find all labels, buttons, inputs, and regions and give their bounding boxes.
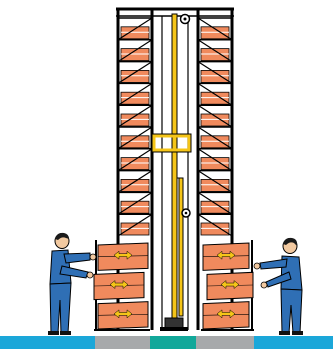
left-workstation bbox=[94, 240, 150, 330]
pulley-icon bbox=[185, 212, 188, 215]
mast-rail bbox=[172, 14, 177, 324]
floor bbox=[0, 336, 333, 349]
mast-rail-right bbox=[179, 178, 183, 316]
floor-center-teal bbox=[150, 336, 196, 349]
worker-shoe bbox=[48, 331, 59, 335]
worker-shoe bbox=[60, 331, 71, 335]
pulley-icon bbox=[184, 18, 187, 21]
worker-hand bbox=[87, 272, 93, 278]
floor-left-gray bbox=[95, 336, 150, 349]
worker-shoe bbox=[279, 331, 290, 335]
floor-right-gray bbox=[196, 336, 254, 349]
worker-legs bbox=[281, 289, 302, 333]
worker-arm-upper bbox=[260, 259, 287, 269]
floor-left-blue bbox=[0, 336, 95, 349]
worker-shoe bbox=[292, 331, 303, 335]
right-workstation bbox=[201, 240, 254, 330]
left-rack bbox=[118, 18, 152, 236]
worker-hand bbox=[254, 263, 260, 269]
worker-arm-upper bbox=[64, 253, 90, 263]
right-worker bbox=[254, 238, 303, 335]
worker-legs bbox=[50, 283, 71, 333]
mast-base bbox=[165, 318, 183, 328]
left-worker bbox=[48, 233, 96, 335]
right-rack bbox=[198, 18, 232, 236]
elevator-mast bbox=[152, 14, 191, 331]
worker-hand bbox=[261, 282, 267, 288]
floor-right-blue bbox=[254, 336, 333, 349]
mast-foot bbox=[160, 327, 188, 331]
worker-hand bbox=[90, 254, 96, 260]
